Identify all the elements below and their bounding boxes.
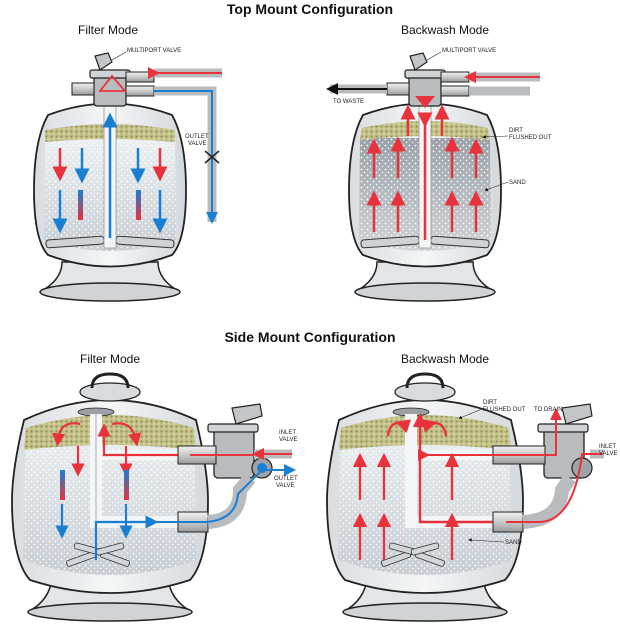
side-filter-mode-title: Filter Mode (80, 352, 140, 366)
top-backwash-dirt-label-1: DIRT (509, 128, 523, 134)
side-backwash-tank (326, 372, 524, 622)
side-backwash-piping (418, 408, 604, 533)
top-backwash-mode-title: Backwash Mode (401, 23, 489, 37)
side-filter-piping (150, 445, 296, 533)
side-backwash-mode-title: Backwash Mode (401, 352, 489, 366)
top-backwash-dirt-label-2: FLUSHED OUT (509, 135, 552, 141)
side-backwash-inlet-label-2: VALVE (599, 451, 617, 457)
side-filter-inlet-label-1: INLET (279, 430, 296, 436)
side-backwash-sand-label: SAND (505, 540, 522, 546)
top-filter-multiport-label: MULTIPORT VALVE (127, 48, 181, 54)
side-filter-inlet-label-2: VALVE (279, 437, 297, 443)
top-filter-outlet-label-2: VALVE (188, 141, 206, 147)
top-backwash-multiport-label: MULTIPORT VALVE (442, 48, 496, 54)
top-backwash-to-waste-label: TO WASTE (333, 99, 364, 105)
top-backwash-multiport-valve (386, 52, 470, 108)
side-backwash-inlet-label-1: INLET (599, 444, 616, 450)
side-filter-multiport-valve (207, 403, 273, 479)
side-filter-outlet-label-1: OUTLET (274, 476, 298, 482)
top-config-title: Top Mount Configuration (227, 1, 393, 17)
side-filter-outlet-label-2: VALVE (276, 483, 294, 489)
side-filter-tank (11, 372, 209, 622)
top-backwash-piping (326, 71, 540, 96)
side-backwash-multiport-valve (537, 403, 593, 479)
side-config-title: Side Mount Configuration (224, 329, 395, 345)
side-backwash-dirt-label-2: FLUSHED OUT (483, 407, 526, 413)
top-filter-tank (33, 102, 187, 302)
side-backwash-dirt-label-1: DIRT (483, 400, 497, 406)
top-backwash-sand-label: SAND (509, 180, 526, 186)
top-filter-multiport-valve (71, 52, 155, 107)
top-filter-mode-title: Filter Mode (78, 23, 138, 37)
top-backwash-tank (348, 102, 502, 302)
side-backwash-to-drain-label: TO DRAIN (534, 407, 563, 413)
top-filter-outlet-label-1: OUTLET (185, 134, 209, 140)
top-filter-piping (98, 67, 222, 224)
